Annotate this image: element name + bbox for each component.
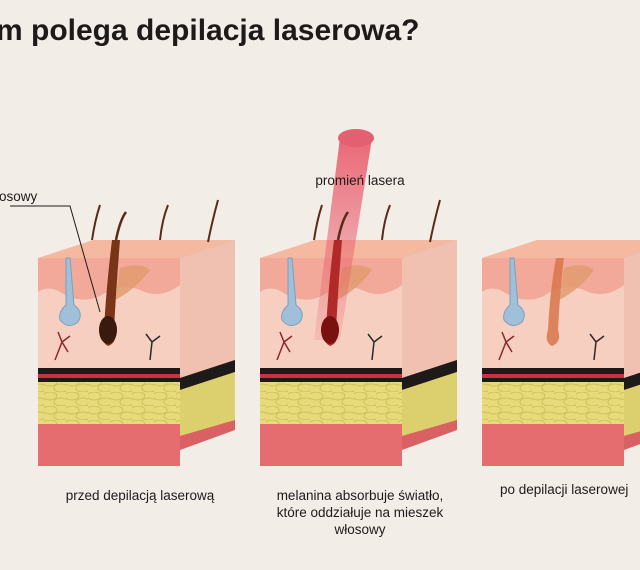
skin-panel-after xyxy=(481,239,640,467)
follicle-label: łosowy xyxy=(0,189,38,204)
laser-beam-label: promień lasera xyxy=(315,173,405,188)
caption-laser-line-2: które oddziałuje na mieszek xyxy=(276,505,444,520)
caption-after: po depilacji laserowej xyxy=(500,482,629,497)
caption-laser-line-3: włosowy xyxy=(334,522,386,537)
caption-laser: melanina absorbuje światło, które oddzia… xyxy=(250,487,470,538)
skin-panel-before xyxy=(10,199,236,467)
page-title: m polega depilacja laserowa? xyxy=(0,14,420,47)
caption-laser-line-1: melanina absorbuje światło, xyxy=(276,488,444,503)
skin-panel-laser xyxy=(259,129,458,467)
caption-before: przed depilacją laserową xyxy=(65,488,215,503)
